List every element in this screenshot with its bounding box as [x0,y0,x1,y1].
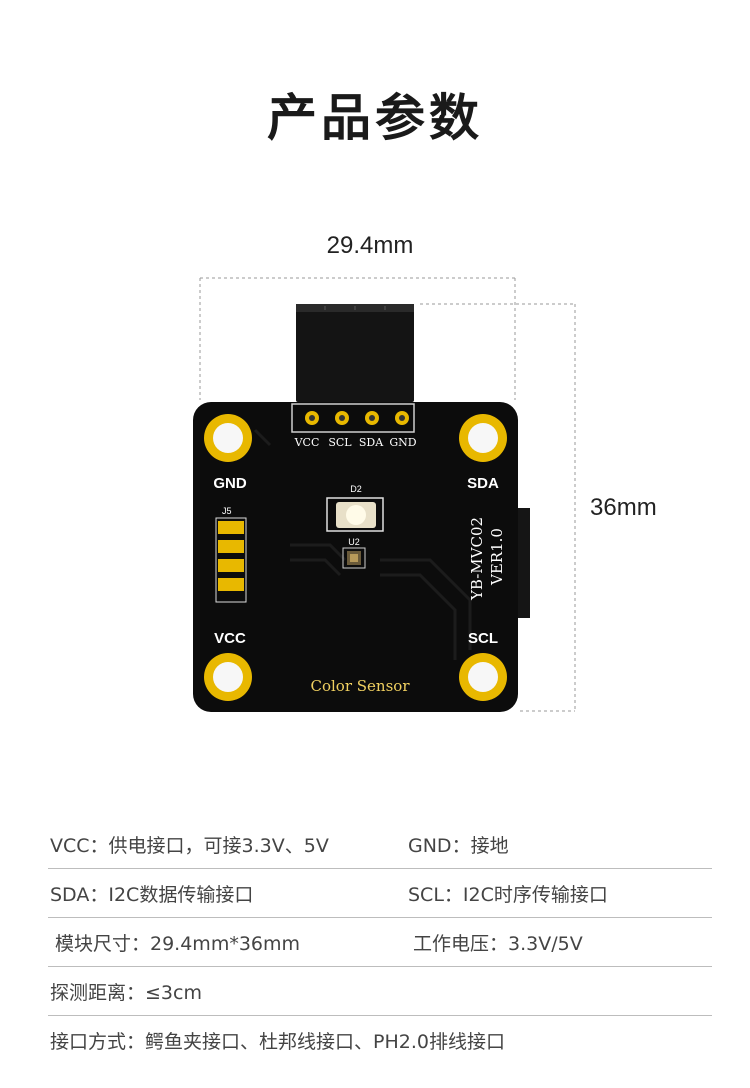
spec-size: 模块尺寸：29.4mm*36mm [55,932,301,955]
pin-label-scl: SCL [328,436,352,449]
corner-label-vcc: VCC [214,630,246,647]
spec-interface: 接口方式：鳄鱼夹接口、杜邦线接口、PH2.0排线接口 [50,1030,505,1053]
spec-row: 接口方式：鳄鱼夹接口、杜邦线接口、PH2.0排线接口 [48,1016,712,1064]
mounting-hole-top-right [459,414,507,462]
pin-label-sda: SDA [359,436,384,449]
spec-voltage: 工作电压：3.3V/5V [413,932,583,955]
spec-row: SDA：I2C数据传输接口 SCL：I2C时序传输接口 [48,869,712,918]
mounting-hole-bottom-right [459,653,507,701]
header-pads [291,403,415,433]
height-dimension-label: 36mm [590,494,657,521]
spec-sda: SDA：I2C数据传输接口 [50,883,254,906]
chip-ref: U2 [348,537,360,547]
spec-row: 探测距离：≤3cm [48,967,712,1016]
corner-label-sda: SDA [467,475,499,492]
spec-scl: SCL：I2C时序传输接口 [408,883,608,906]
spec-vcc: VCC：供电接口，可接3.3V、5V [50,834,329,857]
pin-label-gnd: GND [389,436,416,449]
pin-label-vcc: VCC [294,436,320,449]
model-line-2: VER1.0 [488,528,506,586]
mounting-hole-top-left [204,414,252,462]
model-line-1: YB-MVC02 [468,517,486,601]
dimension-guides [199,277,576,712]
spec-distance: 探测距离：≤3cm [50,981,202,1004]
width-dimension-label: 29.4mm [326,232,414,259]
product-image: VCC SCL SDA GND GND SDA VCC SCL J5 D2 U2 [193,277,576,712]
page-title: 产品参数 [267,89,483,147]
mounting-hole-bottom-left [204,653,252,701]
spec-row: VCC：供电接口，可接3.3V、5V GND：接地 [48,820,712,869]
spec-row: 模块尺寸：29.4mm*36mm 工作电压：3.3V/5V [48,918,712,967]
spec-table: VCC：供电接口，可接3.3V、5V GND：接地 SDA：I2C数据传输接口 … [48,820,712,1064]
corner-label-scl: SCL [468,630,498,647]
sensor-chip [342,547,366,569]
board-name: Color Sensor [311,677,411,695]
led [326,497,384,532]
side-connector [515,508,530,618]
pin-header [296,304,414,402]
connector-ref: J5 [222,506,232,516]
corner-label-gnd: GND [213,475,247,492]
spec-gnd: GND：接地 [408,834,509,857]
connector-pads [218,521,244,591]
led-ref: D2 [350,484,362,494]
pcb-traces [253,428,472,660]
